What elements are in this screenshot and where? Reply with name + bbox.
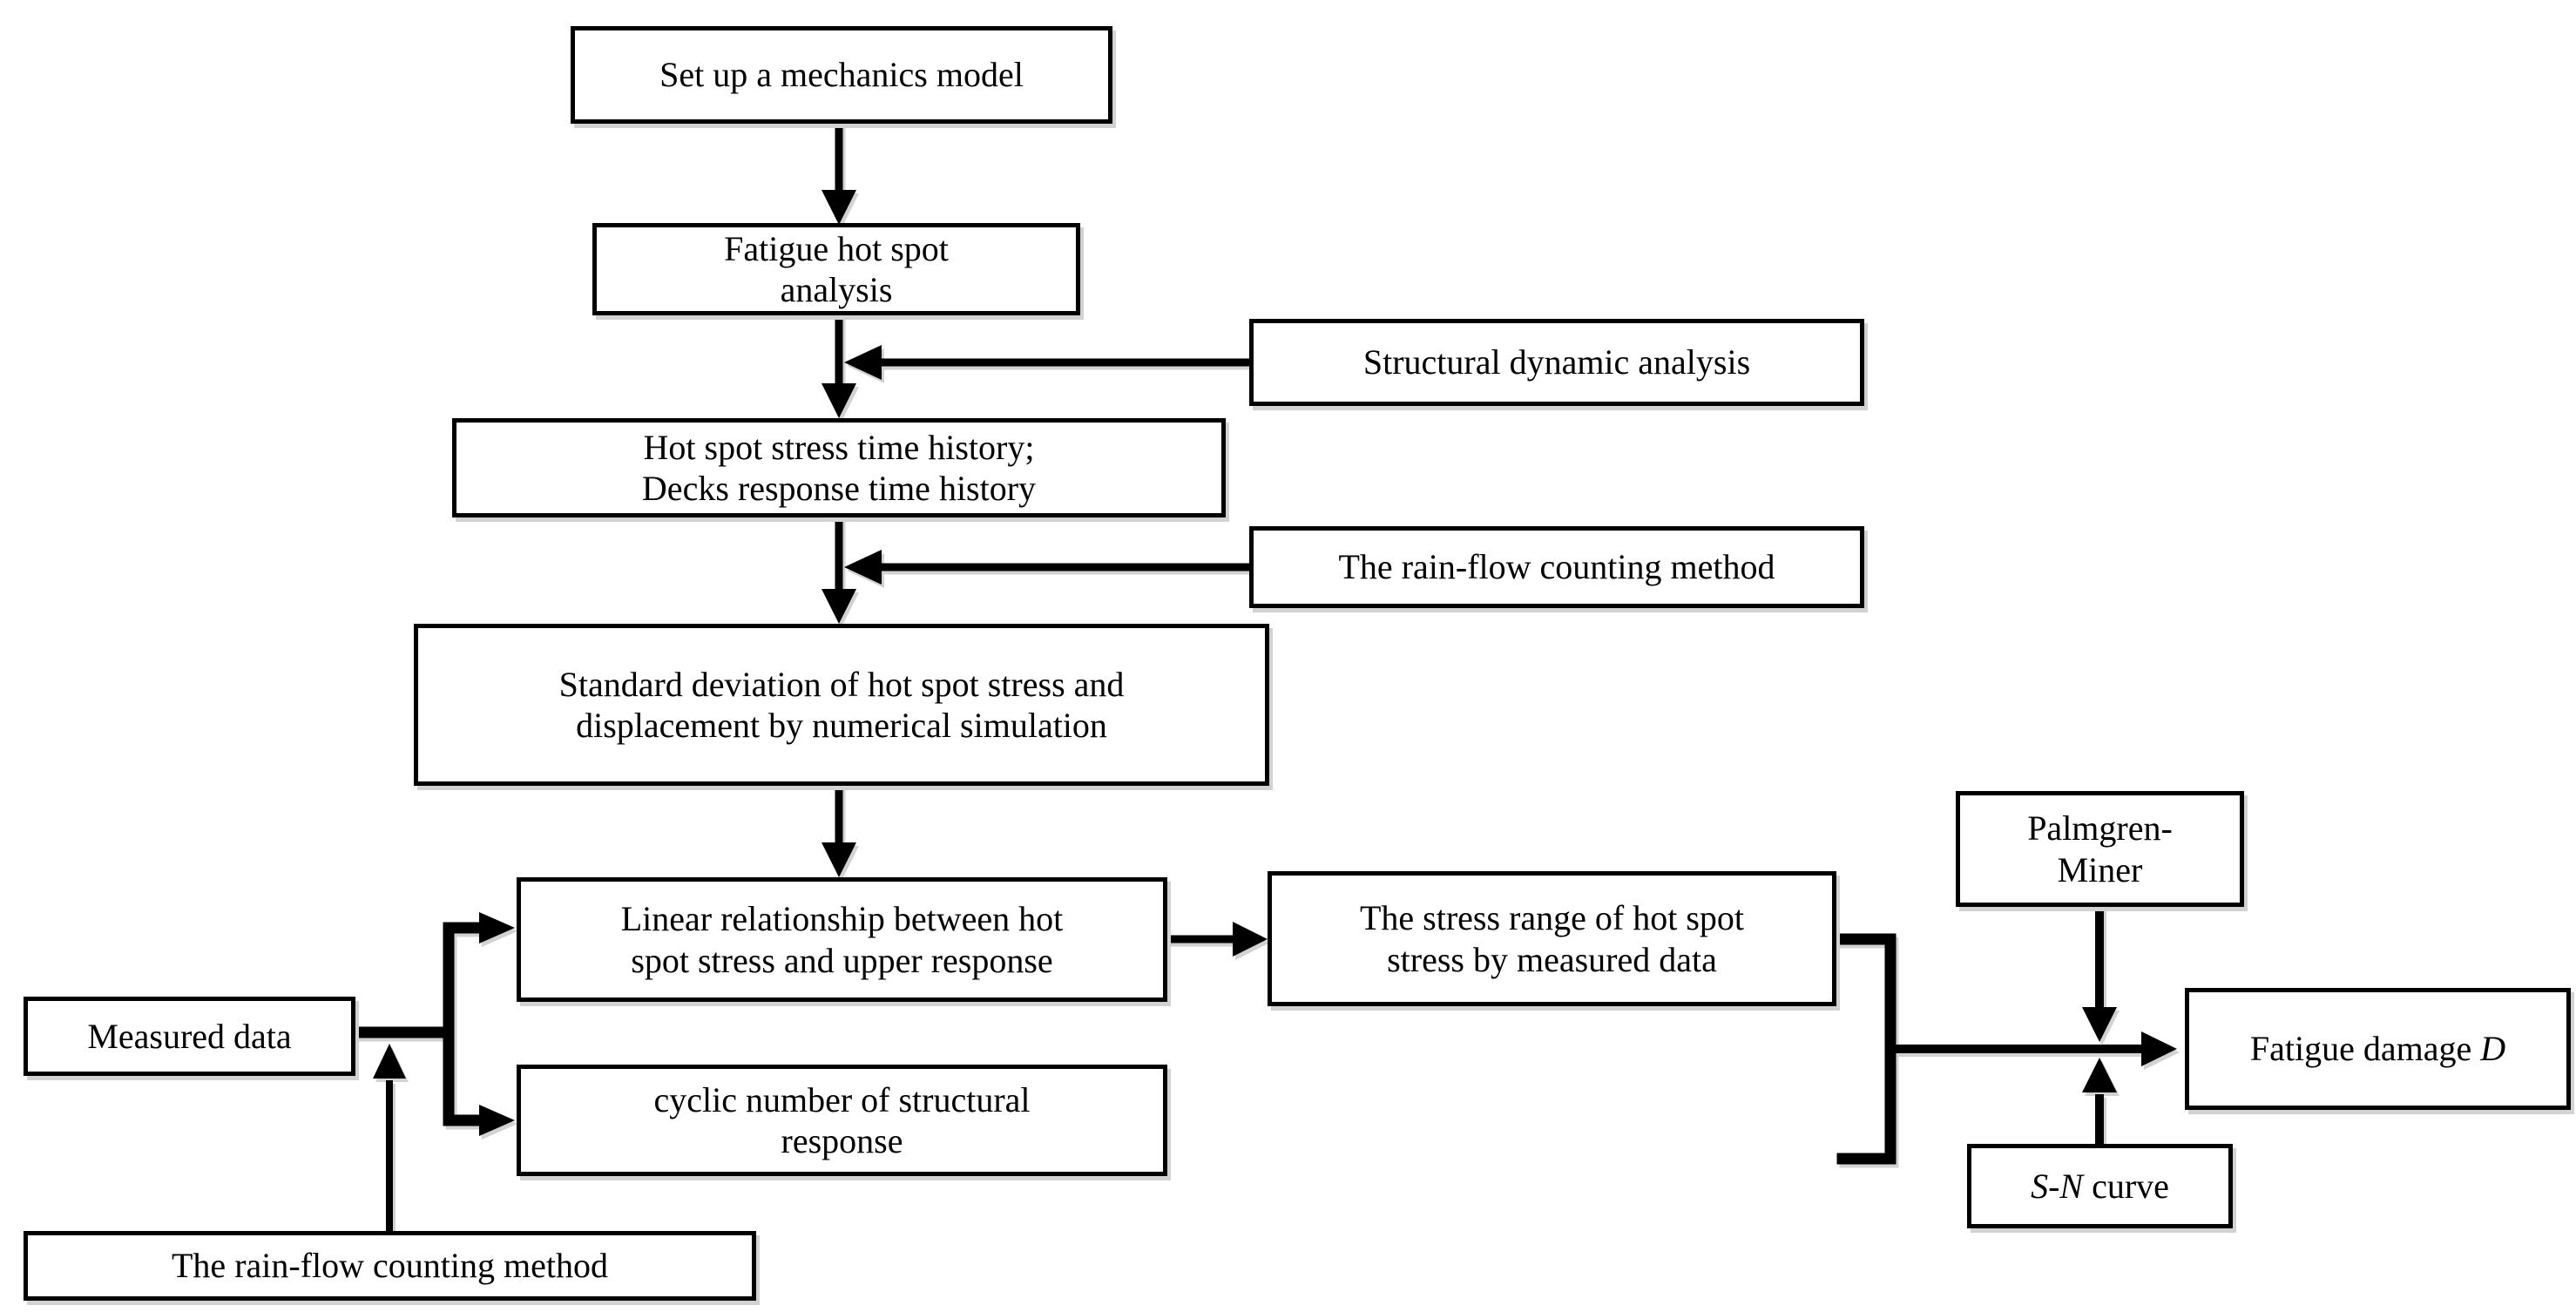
node-cyclic-number-line2: response [781, 1121, 903, 1160]
node-fatigue-damage: Fatigue damage D [2185, 988, 2571, 1110]
node-set-up-mechanics-model: Set up a mechanics model [571, 26, 1112, 124]
fork-measured-data [348, 912, 515, 1136]
fatigue-damage-text: Fatigue damage [2249, 1029, 2481, 1069]
node-hot-spot-stress-time-history: Hot spot stress time history; Decks resp… [452, 418, 1226, 517]
node-cyclic-number-line1: cyclic number of structural [653, 1079, 1031, 1119]
arrow-bracket-to-fatigue-damage [1890, 1031, 2177, 1066]
node-fatigue-damage-label: Fatigue damage D [2250, 1028, 2505, 1069]
sn-curve-variable: S-N [2031, 1166, 2084, 1206]
node-measured-data: Measured data [24, 997, 355, 1076]
node-hot-spot-history-line1: Hot spot stress time history; [643, 427, 1035, 467]
fork-arrowhead-to-linear [479, 912, 515, 943]
node-linear-relationship-line1: Linear relationship between hot [620, 899, 1064, 939]
node-rain-flow-right-label: The rain-flow counting method [1338, 547, 1775, 587]
arrow-hotspot-history-to-std-deviation [821, 517, 856, 624]
node-standard-deviation-line2: displacement by numerical simulation [576, 706, 1107, 745]
node-hot-spot-history-line2: Decks response time history [641, 469, 1037, 508]
bracket-combine [1836, 933, 1897, 1165]
arrow-setup-to-fatigue-hotspot [821, 124, 856, 225]
sn-curve-text: curve [2083, 1166, 2169, 1206]
node-palmgren-miner-line1: Palmgren- [2027, 808, 2173, 849]
node-stress-range-line2: stress by measured data [1387, 939, 1717, 979]
node-palmgren-miner-line2: Miner [2057, 849, 2143, 889]
node-structural-dynamic-analysis-label: Structural dynamic analysis [1362, 342, 1751, 382]
arrow-structural-dynamic-to-flow [844, 345, 1249, 380]
arrow-linear-to-stress-range [1167, 922, 1268, 957]
arrow-rainflow-bottom-up [373, 1044, 406, 1231]
node-fatigue-hot-spot-line1: Fatigue hot spot [724, 228, 949, 268]
node-rain-flow-counting-method-right: The rain-flow counting method [1249, 526, 1864, 608]
node-fatigue-hot-spot-line2: analysis [780, 270, 893, 309]
node-structural-dynamic-analysis: Structural dynamic analysis [1249, 319, 1864, 406]
fork-arrowhead-to-cyclic [479, 1105, 515, 1136]
node-cyclic-number: cyclic number of structural response [517, 1065, 1167, 1176]
arrow-palmgren-down [2082, 907, 2117, 1042]
node-stress-range: The stress range of hot spot stress by m… [1268, 871, 1836, 1006]
node-set-up-mechanics-model-label: Set up a mechanics model [659, 55, 1024, 95]
node-measured-data-label: Measured data [87, 1016, 292, 1056]
arrow-std-deviation-to-linear [821, 786, 856, 877]
node-rain-flow-bottom-label: The rain-flow counting method [172, 1246, 608, 1286]
node-linear-relationship: Linear relationship between hot spot str… [517, 877, 1167, 1002]
arrow-fatigue-hotspot-to-hotspot-history [821, 315, 856, 418]
arrow-rainflow-right-to-flow [844, 550, 1249, 585]
node-standard-deviation: Standard deviation of hot spot stress an… [414, 624, 1269, 786]
node-stress-range-line1: The stress range of hot spot [1359, 898, 1744, 938]
node-palmgren-miner: Palmgren- Miner [1956, 791, 2244, 907]
arrow-sn-curve-up [2082, 1058, 2117, 1144]
node-fatigue-hot-spot-analysis: Fatigue hot spot analysis [592, 223, 1080, 315]
node-rain-flow-counting-method-bottom: The rain-flow counting method [24, 1231, 756, 1301]
node-linear-relationship-line2: spot stress and upper response [631, 940, 1053, 980]
node-sn-curve: S-N curve [1967, 1144, 2233, 1228]
fatigue-damage-variable: D [2480, 1029, 2506, 1069]
node-standard-deviation-line1: Standard deviation of hot spot stress an… [558, 664, 1125, 704]
node-sn-curve-label: S-N curve [2031, 1166, 2169, 1207]
